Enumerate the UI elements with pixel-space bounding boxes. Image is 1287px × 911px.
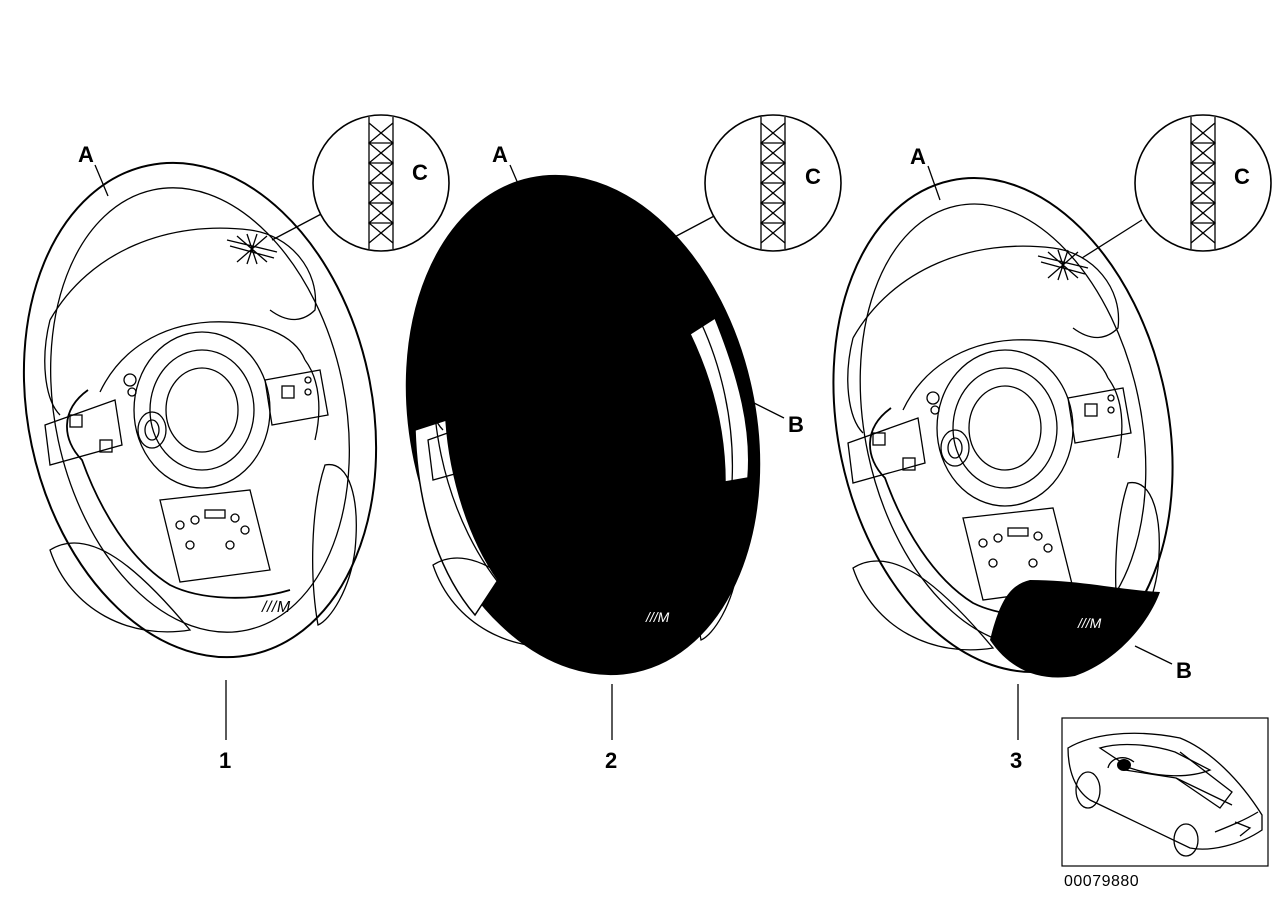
wheel-3-lower-dark-section (990, 580, 1160, 678)
wheel-1-label-c: C (412, 160, 428, 185)
wheel-2-emblem: ///M (645, 609, 670, 625)
wheel-1-emblem: ///M (261, 599, 291, 616)
wheel-3-leader-c (1081, 219, 1143, 259)
wheel-2-label-a: A (492, 142, 508, 167)
item-number-1: 1 (219, 748, 231, 773)
vehicle-locator-inset: 00079880 (1061, 717, 1269, 890)
wheel-1-leader-c (271, 211, 326, 241)
wheel-1-leader-a (94, 164, 109, 197)
wheel-3-leader-a (927, 165, 941, 201)
wheel-2-rim-light-right (689, 316, 750, 483)
wheel-2-lower-dark-panel (568, 566, 693, 665)
wheel-1-label-a: A (78, 142, 94, 167)
wheel-2-leader-b (747, 399, 785, 419)
wheel-2-rim-light-left (414, 418, 499, 617)
wheel-3-label-a: A (910, 144, 926, 169)
wheel-2-label-b: B (788, 412, 804, 437)
locator-steering-position (1117, 759, 1131, 771)
wheel-1-rim-inner (50, 187, 350, 633)
steering-wheel-1: ///M A C 1 (22, 114, 450, 773)
diagram-reference-number: 00079880 (1064, 873, 1139, 890)
wheel-2-rim-outer (405, 174, 761, 676)
item-number-2: 2 (605, 748, 617, 773)
locator-frame (1061, 717, 1269, 867)
wheel-2-leader-c (649, 213, 719, 251)
wheel-3-label-b: B (1176, 658, 1192, 683)
wheel-3-label-c: C (1234, 164, 1250, 189)
item-number-3: 3 (1010, 748, 1022, 773)
wheel-3-leader-b (1134, 645, 1173, 665)
steering-wheel-2: ///M A C B 2 (405, 114, 842, 773)
car-outline-icon (1067, 732, 1263, 857)
steering-wheel-3: ///M A C B 3 (832, 114, 1272, 773)
wheel-3-stitching-detail-circle (1134, 114, 1272, 252)
wheel-1-stitching-detail-circle (312, 114, 450, 252)
wheel-2-label-c: C (805, 164, 821, 189)
wheel-2-leader-a (509, 164, 523, 194)
wheel-3-emblem: ///M (1077, 615, 1102, 631)
wheel-1-rim-outer (22, 161, 378, 659)
